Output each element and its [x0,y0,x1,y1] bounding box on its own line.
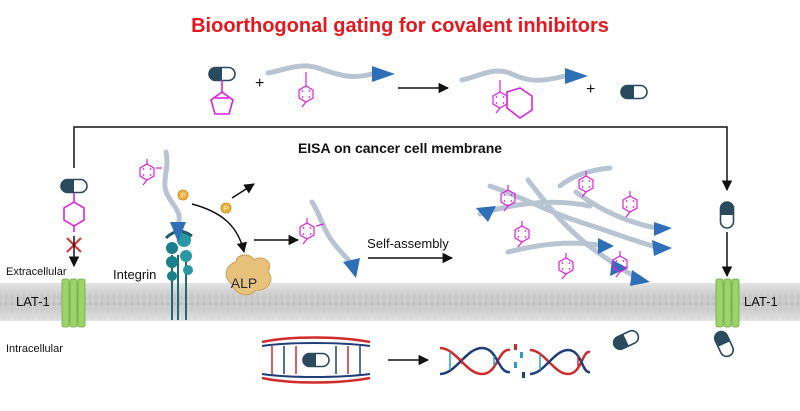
damaged-dna [439,344,591,378]
caged-prodrug-left [60,178,88,232]
integrin-label: Integrin [113,267,156,282]
click-product [459,68,588,119]
phosphate-label-cleaved: P [224,207,228,213]
released-inhibitor-capsule [620,84,648,100]
phosphate-release-arrow [231,183,255,199]
phosphate-label-bound: P [181,194,185,200]
intracellular-label: Intracellular [6,343,63,355]
extracellular-label: Extracellular [6,266,67,278]
free-peptide-monomer [299,199,360,278]
alp-enzyme [225,254,272,296]
nanofiber-network [476,165,672,286]
integrin-receptor [164,230,193,320]
diagram-title: Bioorthogonal gating for covalent inhibi… [191,15,609,37]
cell-membrane [0,283,800,321]
lat1-label-left: LAT-1 [16,294,50,309]
lat1-transporter-right [715,278,740,328]
intracellular-capsule-1 [610,327,642,353]
lat1-label-right: LAT-1 [744,294,778,309]
phosphate-icon-bound [177,189,189,201]
dna-with-inhibitor [261,336,371,384]
released-inhibitor-right [719,201,735,229]
plus-sign-2: + [586,81,595,98]
phospho-peptide-probe: P [139,149,189,242]
bracket-connector [73,126,733,192]
self-assembly-label: Self-assembly [367,236,449,251]
cleaved-phosphate: P [220,202,232,214]
alp-label: ALP [231,275,257,291]
tco-capsule-reactant [208,66,236,115]
dephosphorylation-arrow [191,203,247,254]
section-heading: EISA on cancer cell membrane [298,140,502,156]
plus-sign-1: + [255,75,264,92]
peptide-tetrazine-probe [265,63,395,108]
lat1-transporter-left [61,278,86,328]
intracellular-capsule-2 [711,328,737,360]
